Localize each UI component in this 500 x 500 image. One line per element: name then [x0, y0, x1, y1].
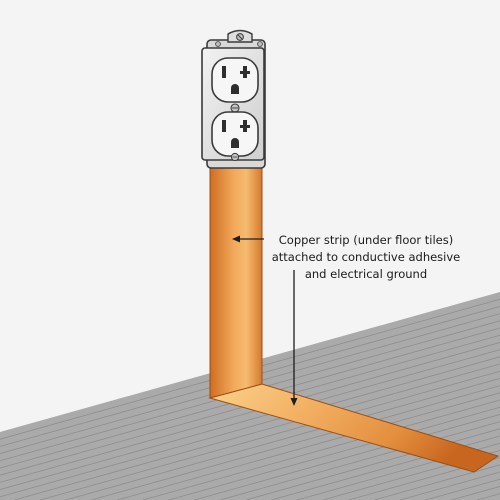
floor-tile-line — [374, 464, 500, 500]
floor-tile-line — [476, 493, 500, 500]
floor-tile-line — [14, 363, 500, 500]
floor-tile-line — [39, 370, 500, 500]
floor-tile-line — [0, 356, 500, 498]
callout-line-3: and electrical ground — [304, 267, 428, 281]
floor-tile-line — [0, 342, 500, 483]
floor-tile-lines — [0, 298, 500, 500]
receptacle-bottom — [211, 111, 259, 157]
callout-line-1: Copper strip (under floor tiles) — [278, 233, 454, 247]
duplex-outlet-icon — [201, 29, 266, 169]
floor-tile-line — [142, 399, 500, 500]
floor-tile-line — [168, 406, 500, 500]
copper-strip-wall — [209, 147, 263, 399]
receptacle-top — [211, 57, 259, 103]
callout-label: Copper strip (under floor tiles) attache… — [268, 232, 464, 283]
floor-tile-line — [451, 486, 500, 500]
callout-line-2: attached to conductive adhesive — [271, 250, 461, 264]
floor-tile-line — [91, 385, 500, 500]
floor-tile-line — [245, 428, 500, 500]
arrow-pointer — [232, 235, 298, 406]
floor-tile-line — [0, 349, 500, 490]
floor-tile-line — [219, 421, 500, 500]
floor-tile-line — [116, 392, 500, 500]
floor-tile-line — [425, 478, 500, 500]
floor-tile-line — [194, 414, 500, 500]
floor-tile-line — [399, 471, 500, 500]
floor-tile-line — [65, 378, 500, 500]
